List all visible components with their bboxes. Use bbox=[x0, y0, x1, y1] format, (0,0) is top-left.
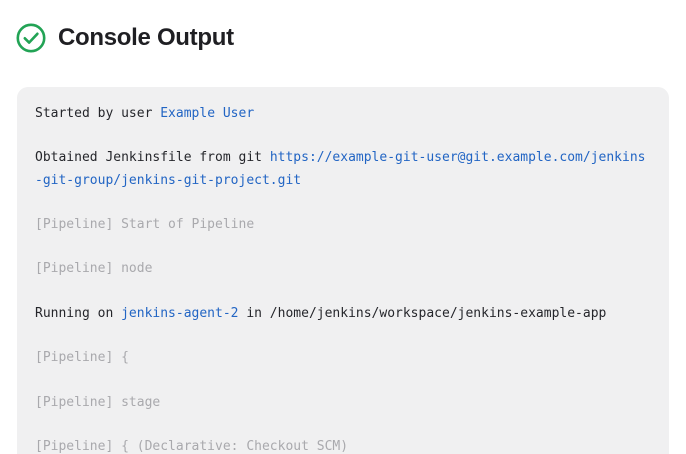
log-link[interactable]: https://example-git-user@git.example.com… bbox=[35, 150, 646, 188]
page-title: Console Output bbox=[58, 24, 234, 51]
check-circle-icon bbox=[15, 22, 47, 54]
log-line-pipeline-node: [Pipeline] node bbox=[35, 258, 651, 280]
log-link[interactable]: Example User bbox=[160, 106, 255, 121]
log-text: [Pipeline] stage bbox=[35, 394, 161, 410]
log-text: Obtained Jenkinsfile from git bbox=[35, 150, 270, 166]
log-link[interactable]: jenkins-agent-2 bbox=[121, 305, 239, 321]
log-line-pipeline-open-brace: [Pipeline] { bbox=[35, 347, 651, 369]
log-text: Started by user bbox=[35, 106, 161, 121]
log-line-pipeline-stage: [Pipeline] stage bbox=[35, 392, 651, 414]
log-line-pipeline-start: [Pipeline] Start of Pipeline bbox=[35, 214, 651, 236]
console-output-section: Started by user Example User Obtained Je… bbox=[0, 62, 686, 454]
page-header: Console Output bbox=[0, 0, 686, 62]
log-line-obtained-jenkinsfile: Obtained Jenkinsfile from git https://ex… bbox=[35, 147, 651, 191]
log-text: in /home/jenkins/workspace/jenkins-examp… bbox=[238, 305, 607, 321]
log-text: [Pipeline] Start of Pipeline bbox=[35, 217, 255, 233]
log-text: [Pipeline] node bbox=[35, 261, 153, 277]
log-text: Running on bbox=[35, 305, 122, 321]
log-line-pipeline-declarative-checkout-scm: [Pipeline] { (Declarative: Checkout SCM) bbox=[35, 436, 651, 454]
log-text: [Pipeline] { (Declarative: Checkout SCM) bbox=[35, 439, 349, 454]
console-output-panel[interactable]: Started by user Example User Obtained Je… bbox=[17, 87, 669, 454]
log-line-running-on-agent: Running on jenkins-agent-2 in /home/jenk… bbox=[35, 303, 651, 325]
console-log[interactable]: Started by user Example User Obtained Je… bbox=[35, 103, 651, 454]
log-line-started-by-user: Started by user Example User bbox=[35, 103, 651, 125]
log-text: [Pipeline] { bbox=[35, 350, 129, 366]
